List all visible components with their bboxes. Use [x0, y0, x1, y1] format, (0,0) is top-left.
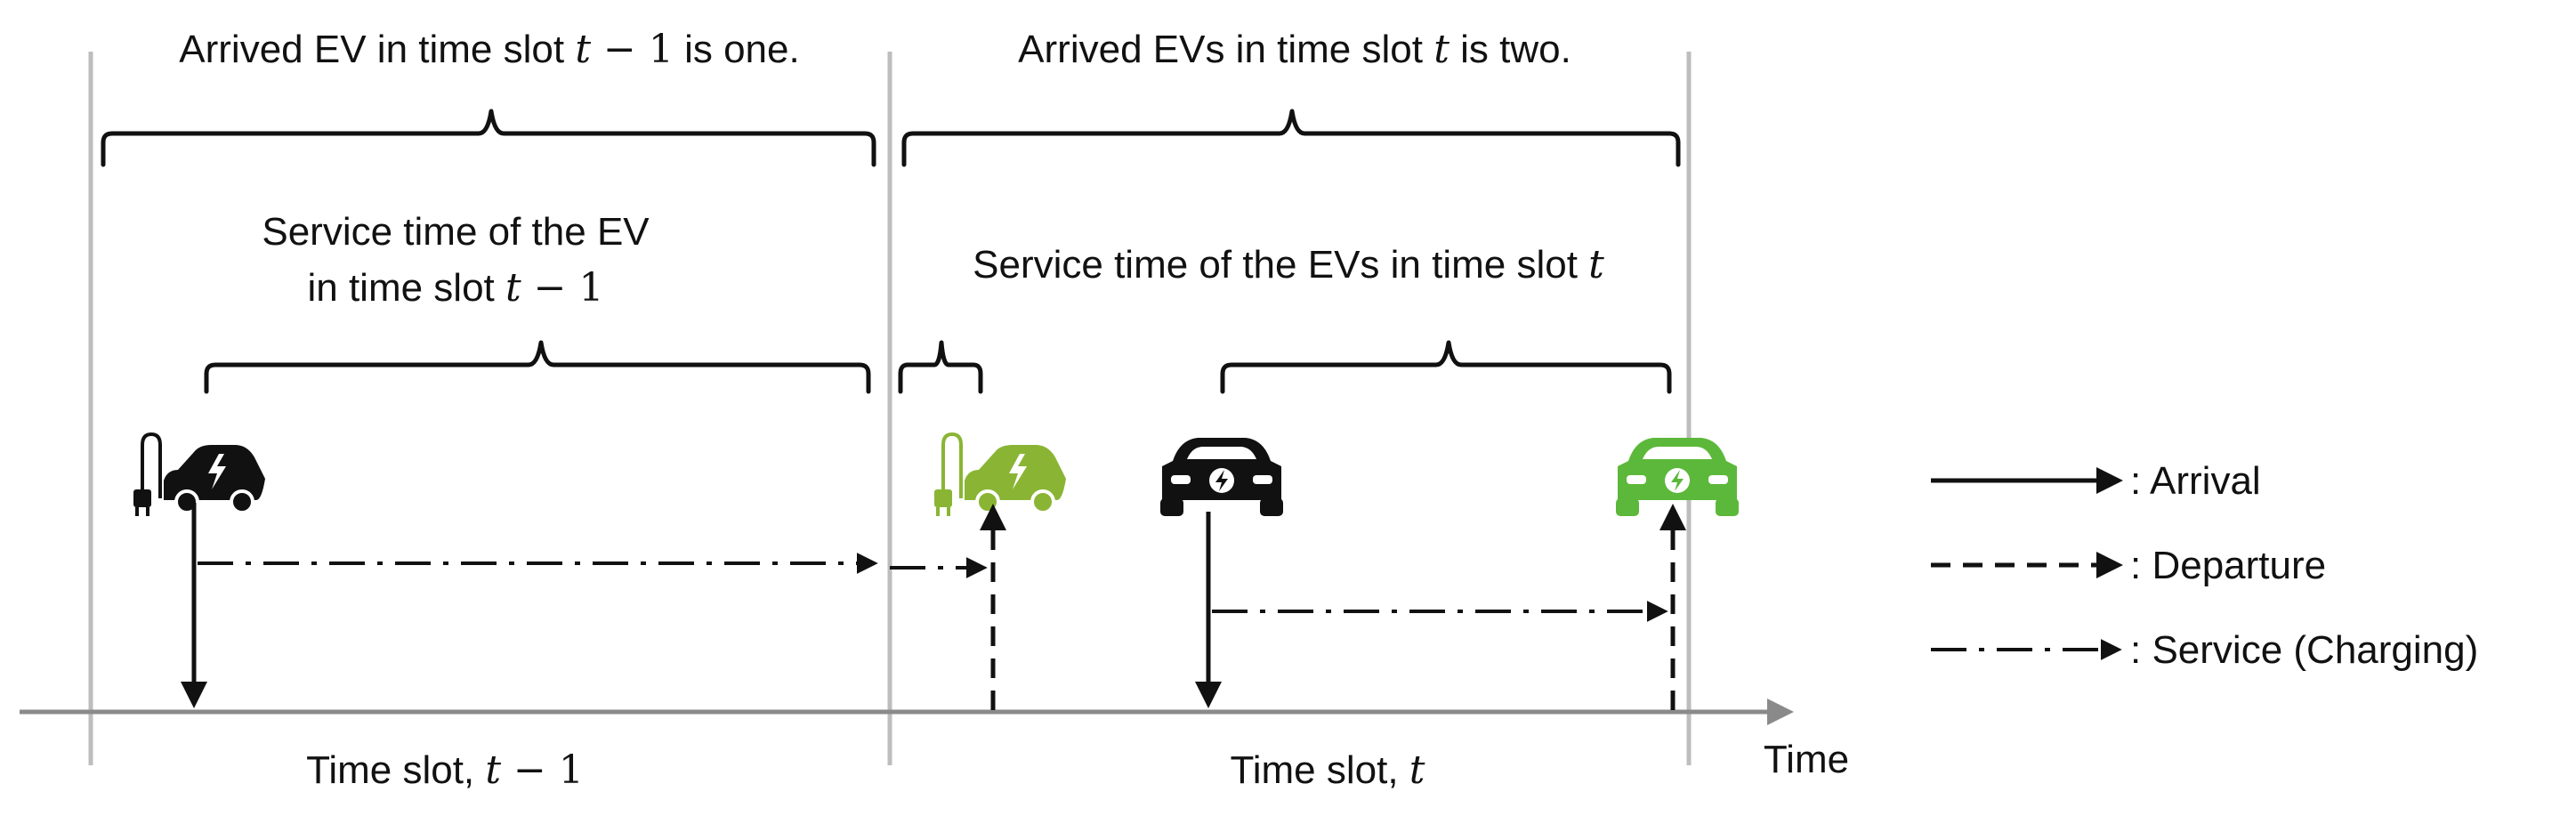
brace-service-left [204, 340, 871, 394]
service-left-line1: Service time of the EV [262, 210, 650, 254]
brace-top-left [101, 109, 876, 167]
legend-departure-label: : Departure [2130, 544, 2326, 587]
slot-left-label: Time slot, t − 1 [306, 747, 584, 793]
legend-arrival-label: : Arrival [2130, 459, 2261, 503]
plug-car-black-icon [133, 432, 265, 516]
legend-service-label: : Service (Charging) [2130, 628, 2478, 672]
slot-right-label: Time slot, t [1231, 747, 1425, 793]
top-left-label: Arrived EV in time slot t − 1 is one. [179, 27, 799, 72]
service-left-line2: in time slot t − 1 [307, 265, 603, 311]
top-right-label: Arrived EVs in time slot t is two. [1018, 27, 1571, 72]
brace-service-middle [898, 340, 983, 394]
car-front-black-icon [1160, 438, 1283, 516]
brace-top-right [901, 109, 1681, 167]
legend: : Arrival : Departure : Service (Chargin… [1931, 459, 2478, 672]
plug-car-green-icon [934, 432, 1066, 516]
service-right-label: Service time of the EVs in time slot t [973, 242, 1604, 287]
brace-service-right [1220, 340, 1672, 394]
car-front-green-icon [1616, 438, 1739, 516]
axis-label: Time [1764, 738, 1849, 781]
